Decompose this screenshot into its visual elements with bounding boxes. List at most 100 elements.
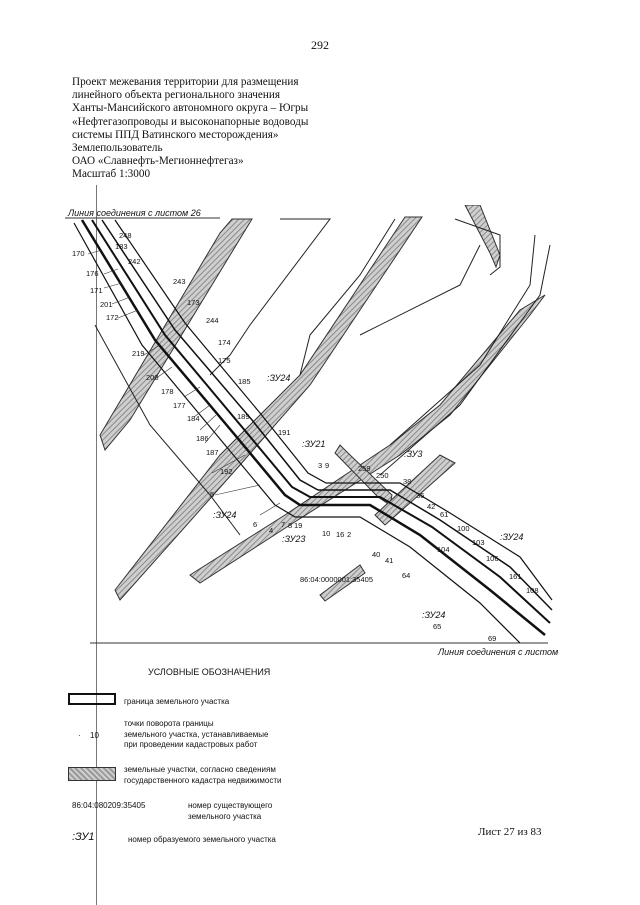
point-label: 243	[173, 277, 186, 286]
legend-cadastre-symbol	[68, 767, 116, 781]
pipeline-corridor	[73, 219, 553, 644]
legend-title: УСЛОВНЫЕ ОБОЗНАЧЕНИЯ	[148, 667, 271, 677]
legend-points-text: точки поворота границы земельного участк…	[124, 719, 268, 751]
legend-text-line: земельного участка	[188, 811, 262, 821]
point-label: 183	[115, 242, 128, 251]
legend-new-sample: :ЗУ1	[72, 831, 95, 843]
point-label: 187	[206, 448, 219, 457]
point-label: 100	[457, 524, 470, 533]
zone-labels: :ЗУ24 :ЗУ21 :ЗУ3 :ЗУ24 :ЗУ23 :ЗУ24 :ЗУ24	[213, 373, 523, 620]
legend-text-line: при проведении кадастровых работ	[124, 740, 258, 749]
point-label: 9	[325, 461, 329, 470]
legend-point-sample: 10	[90, 731, 99, 740]
header-line: Ханты-Мансийского автономного округа – Ю…	[72, 102, 309, 115]
zone-label: :ЗУ24	[213, 510, 236, 520]
point-label: 61	[440, 510, 448, 519]
legend-border-text: граница земельного участка	[124, 697, 230, 706]
legend-text-line: земельные участки, согласно сведениям	[124, 765, 276, 774]
turning-points: 248 170 183 242 176 243 171 201 173 172 …	[72, 231, 539, 643]
point-label: 40	[372, 550, 380, 559]
header-line: системы ППД Ватинского месторождения»	[72, 128, 279, 141]
legend-existing-sample: 86:04:080209:35405	[72, 801, 146, 810]
header-line: Землепользователь	[72, 142, 163, 155]
point-label: 242	[128, 257, 141, 266]
point-label: 175	[218, 356, 231, 365]
point-label: 191	[278, 428, 291, 437]
point-label: 36	[416, 491, 424, 500]
legend-text-line: точки поворота границы	[124, 719, 214, 728]
sheet-label: Лист 27 из 83	[478, 826, 542, 838]
margin-line	[96, 185, 97, 905]
point-label: 176	[86, 269, 99, 278]
point-label: 42	[427, 502, 435, 511]
legend-new-text: номер образуемого земельного участка	[128, 835, 276, 844]
page-number: 292	[311, 38, 329, 52]
point-label: 108	[526, 586, 539, 595]
cadastral-map: Линия соединения с листом 26 Линия соеди…	[65, 205, 560, 657]
zone-label: :ЗУ21	[302, 439, 325, 449]
zone-label: :ЗУ3	[404, 449, 422, 459]
point-label: 259	[358, 464, 371, 473]
leader-lines	[87, 249, 281, 516]
point-label: 16	[336, 530, 344, 539]
legend-point-dot: ·	[78, 731, 81, 740]
header-line: Масштаб 1:3000	[72, 168, 151, 181]
header-line: «Нефтегазопроводы и высоконапорные водов…	[72, 115, 309, 128]
point-label: 3	[318, 461, 322, 470]
point-label: 64	[402, 571, 410, 580]
point-label: 186	[196, 434, 209, 443]
point-label: 250	[376, 471, 389, 480]
zone-label: :ЗУ23	[282, 534, 305, 544]
header-line: Проект межевания территории для размещен…	[72, 76, 299, 88]
point-label: 248	[119, 231, 132, 240]
point-label: 41	[385, 556, 393, 565]
point-label: 174	[218, 338, 231, 347]
parcel-number: 86:04:0000001:35405	[300, 575, 373, 584]
legend-text-line: государственного кадастра недвижимости	[124, 775, 282, 785]
point-label: 19	[294, 521, 302, 530]
point-label: 5	[210, 490, 214, 499]
point-label: 106	[486, 554, 499, 563]
point-label: 2	[347, 530, 351, 539]
point-label: 178	[161, 387, 174, 396]
point-label: 38	[403, 477, 411, 486]
point-label: 103	[472, 538, 485, 547]
point-label: 171	[90, 286, 103, 295]
legend-text-line: номер существующего	[188, 801, 273, 810]
point-label: 104	[437, 545, 450, 554]
point-label: 184	[187, 414, 200, 423]
document-header: Проект межевания территории для размещен…	[72, 76, 372, 182]
point-label: 170	[72, 249, 85, 258]
bottom-caption: Линия соединения с листом 28	[437, 647, 560, 657]
point-label: 161	[509, 572, 522, 581]
legend-text-line: земельного участка, устанавливаемые	[124, 729, 269, 739]
point-label: 177	[173, 401, 186, 410]
legend-existing-text: номер существующего земельного участка	[188, 801, 272, 822]
point-label: 173	[187, 298, 200, 307]
point-label: 244	[206, 316, 219, 325]
point-label: 200	[146, 373, 159, 382]
zone-label: :ЗУ24	[267, 373, 290, 383]
top-caption: Линия соединения с листом 26	[67, 208, 201, 218]
point-label: 192	[220, 467, 233, 476]
point-label: 7	[281, 520, 285, 529]
point-label: 6	[253, 520, 257, 529]
legend-cadastre-text: земельные участки, согласно сведениям го…	[124, 765, 281, 786]
header-line: ОАО «Славнефть-Мегионнефтегаз»	[72, 155, 244, 168]
point-label: 8	[288, 521, 292, 530]
point-label: 69	[488, 634, 496, 643]
cadastre-parcels	[99, 205, 546, 602]
point-label: 185	[238, 377, 251, 386]
point-label: 189	[237, 412, 250, 421]
point-label: 219	[132, 349, 145, 358]
point-label: 4	[269, 526, 273, 535]
zone-label: :ЗУ24	[500, 532, 523, 542]
point-label: 65	[433, 622, 441, 631]
point-label: 172	[106, 313, 119, 322]
point-label: 10	[322, 529, 330, 538]
road-outlines	[94, 218, 551, 536]
legend-border-symbol	[68, 693, 116, 705]
point-label: 201	[100, 300, 113, 309]
header-line: линейного объекта регионального значения	[72, 89, 281, 102]
zone-label: :ЗУ24	[422, 610, 445, 620]
